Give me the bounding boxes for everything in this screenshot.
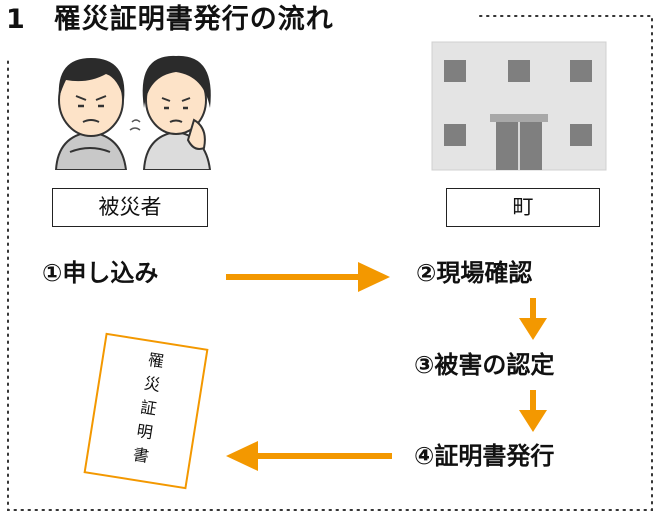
arrow-down-icon-2 bbox=[519, 390, 547, 432]
step-application: ①申し込み bbox=[42, 259, 159, 287]
page-title: 1 罹災証明書発行の流れ bbox=[6, 0, 346, 40]
victim-label-box: 被災者 bbox=[52, 188, 208, 227]
worried-people-icon bbox=[54, 55, 212, 170]
arrow-left-icon bbox=[226, 441, 392, 471]
step-site-inspection: ②現場確認 bbox=[416, 259, 533, 287]
certificate-document: 罹災証明書 bbox=[83, 332, 209, 490]
arrow-down-icon-1 bbox=[519, 298, 547, 340]
town-label-box: 町 bbox=[446, 188, 600, 227]
town-building-icon bbox=[431, 41, 607, 171]
step-damage-assessment: ③被害の認定 bbox=[414, 351, 555, 379]
step-certificate-issuance: ④証明書発行 bbox=[414, 442, 555, 470]
arrow-right-icon bbox=[226, 262, 390, 292]
certificate-text: 罹災証明書 bbox=[127, 350, 166, 472]
